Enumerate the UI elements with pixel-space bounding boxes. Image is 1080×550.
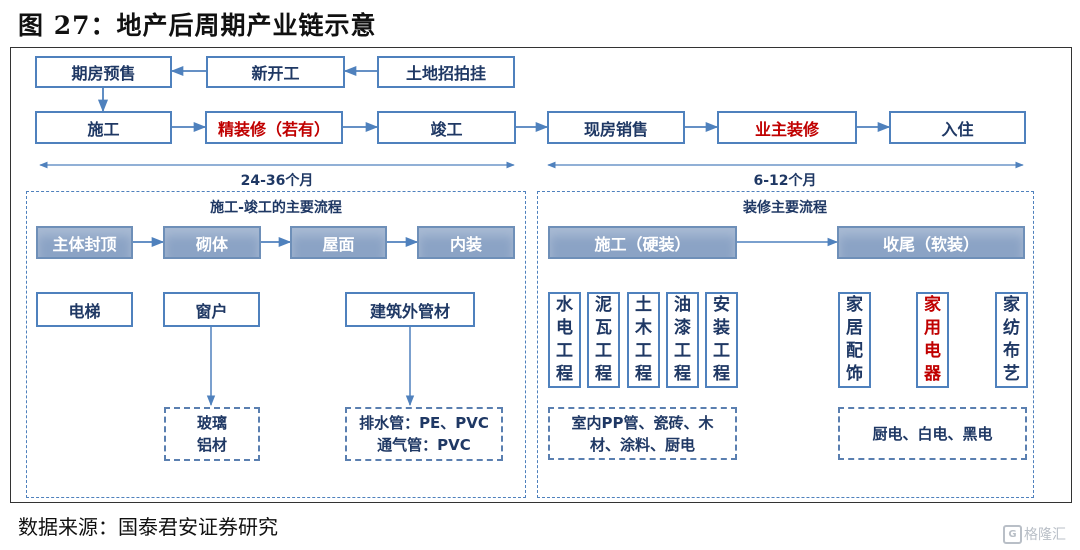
owner-decoration-box: 业主装修 bbox=[717, 111, 857, 144]
figure-title: 图 27：地产后周期产业链示意 bbox=[18, 11, 377, 40]
construction-panel bbox=[26, 191, 526, 498]
frame-right-edge bbox=[1071, 47, 1072, 502]
soft-item-textiles: 家纺布艺 bbox=[995, 292, 1028, 388]
watermark-text: 格隆汇 bbox=[1024, 527, 1066, 543]
soft-item-appliances: 家用电器 bbox=[916, 292, 949, 388]
hard-item-installation: 安装工程 bbox=[705, 292, 738, 388]
construction-panel-title: 施工-竣工的主要流程 bbox=[210, 200, 342, 216]
decoration-panel-title: 装修主要流程 bbox=[743, 200, 827, 216]
elevator-box: 电梯 bbox=[36, 292, 133, 327]
step-roof: 屋面 bbox=[290, 226, 387, 259]
completion-box: 竣工 bbox=[377, 111, 516, 144]
hard-item-carpentry: 土木工程 bbox=[627, 292, 660, 388]
soft-decoration-appliances: 厨电、白电、黑电 bbox=[838, 407, 1027, 460]
soft-decoration-box: 收尾（软装） bbox=[837, 226, 1025, 259]
step-masonry: 砌体 bbox=[163, 226, 261, 259]
data-source-note: 数据来源：国泰君安证券研究 bbox=[18, 515, 278, 539]
frame-left-edge bbox=[10, 47, 11, 502]
hard-item-masonry-tiling: 泥瓦工程 bbox=[587, 292, 620, 388]
soft-item-home-decor: 家居配饰 bbox=[838, 292, 871, 388]
fine-decoration-box: 精装修（若有） bbox=[205, 111, 343, 144]
window-material-detail: 玻璃 铝材 bbox=[164, 407, 260, 461]
duration-right-label: 6-12个月 bbox=[753, 173, 817, 189]
new-start-box: 新开工 bbox=[206, 56, 345, 88]
hard-item-painting: 油漆工程 bbox=[666, 292, 699, 388]
window-box: 窗户 bbox=[163, 292, 260, 327]
duration-left-label: 24-36个月 bbox=[240, 173, 314, 189]
step-topping-out: 主体封顶 bbox=[36, 226, 133, 259]
watermark-logo-icon: G bbox=[1003, 524, 1022, 544]
land-auction-box: 土地招拍挂 bbox=[377, 56, 515, 88]
hard-decoration-materials: 室内PP管、瓷砖、木 材、涂料、厨电 bbox=[548, 407, 737, 460]
hard-decoration-box: 施工（硬装） bbox=[548, 226, 737, 259]
bottom-rule bbox=[10, 502, 1072, 503]
pipe-material-detail: 排水管：PE、PVC 通气管：PVC bbox=[345, 407, 503, 461]
hard-item-plumbing-electrical: 水电工程 bbox=[548, 292, 581, 388]
step-interior: 内装 bbox=[417, 226, 515, 259]
watermark: G 格隆汇 bbox=[1003, 522, 1075, 546]
spot-sales-box: 现房销售 bbox=[547, 111, 685, 144]
move-in-box: 入住 bbox=[889, 111, 1026, 144]
exterior-pipe-box: 建筑外管材 bbox=[345, 292, 475, 327]
decoration-panel bbox=[537, 191, 1034, 498]
title-rule bbox=[10, 47, 1072, 48]
construction-box: 施工 bbox=[35, 111, 172, 144]
presale-box: 期房预售 bbox=[35, 56, 172, 88]
